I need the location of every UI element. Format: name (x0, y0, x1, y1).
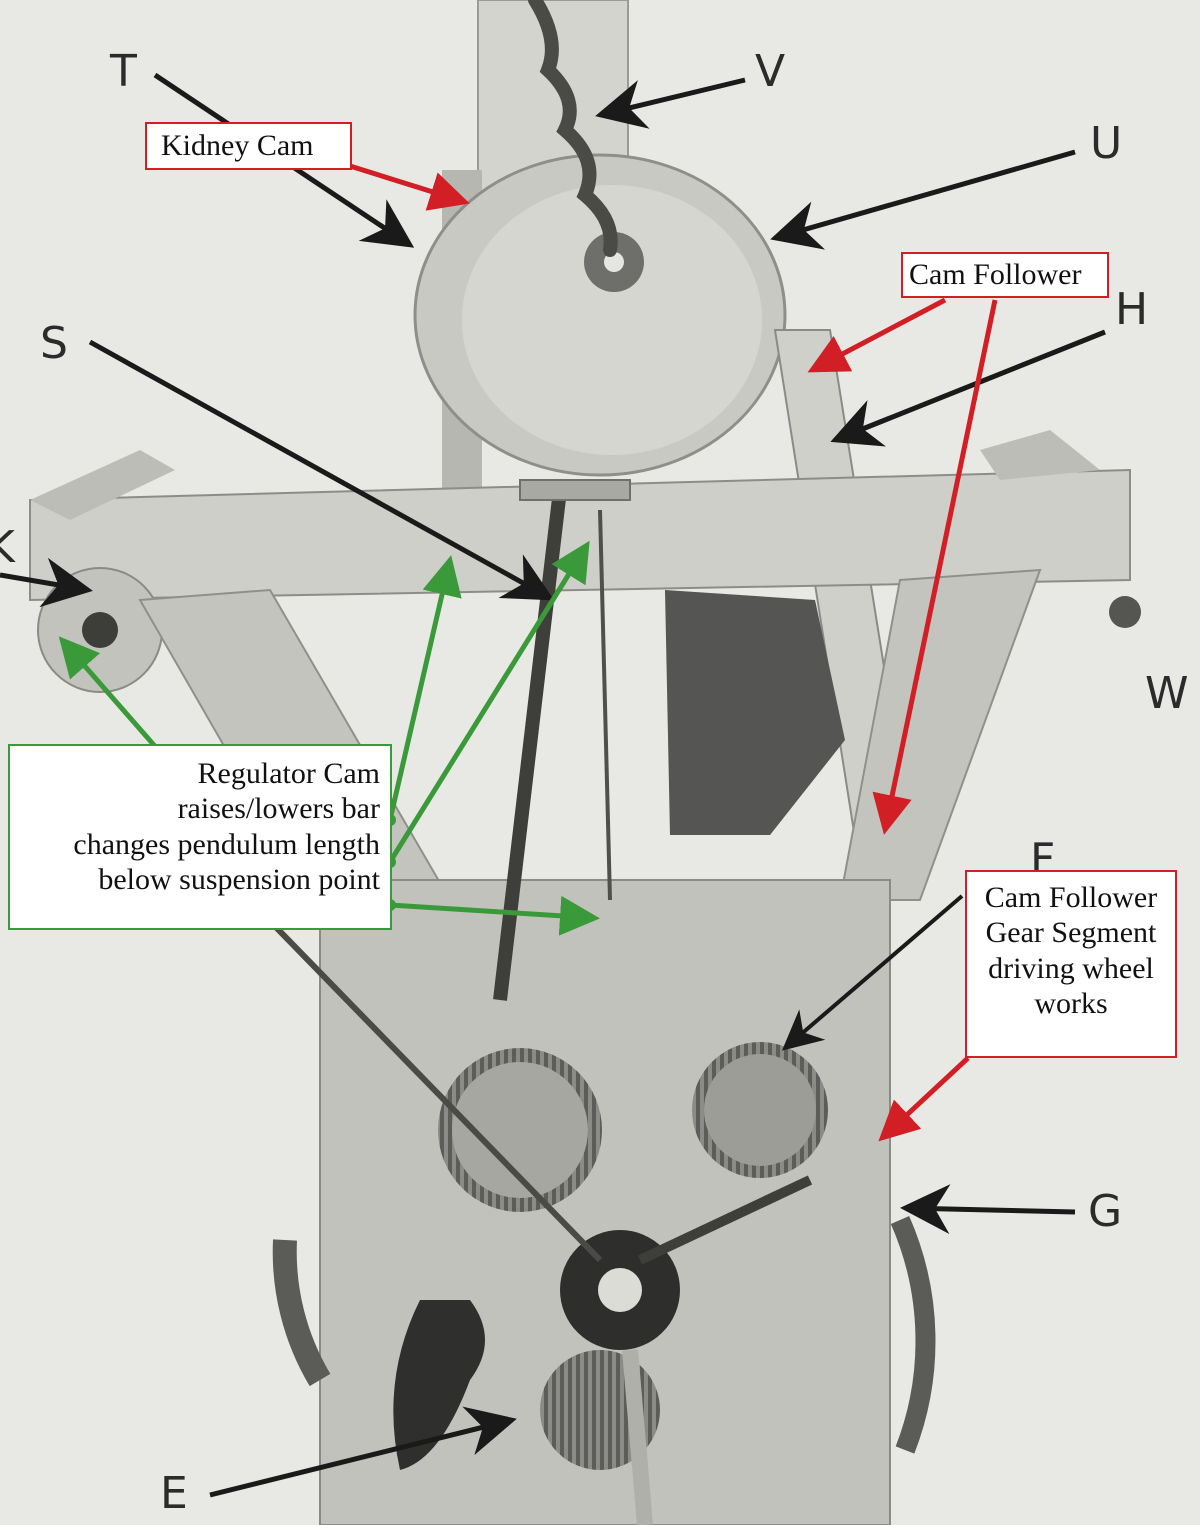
callout-kidney-cam: Kidney Cam (145, 122, 352, 170)
callout-gear-segment-line1: Cam Follower (984, 881, 1158, 914)
arrow-G (900, 1184, 1076, 1235)
cam-hub-center (604, 252, 624, 272)
arrow-E (209, 1406, 517, 1498)
callout-regulator-line4: below suspension point (98, 863, 380, 897)
callout-regulator-line2: raises/lowers bar (177, 792, 380, 826)
label-K: K (0, 522, 15, 573)
suspension-spring (598, 509, 612, 901)
arrow-pendulum-length (387, 540, 590, 864)
callout-regulator-line1: Regulator Cam (197, 757, 380, 790)
gear-right-edge (890, 1215, 936, 1454)
cam-face (462, 185, 762, 455)
callout-cam-follower: Cam Follower (901, 252, 1109, 298)
label-H: H (1115, 284, 1149, 335)
callout-gear-segment-line4: works (1034, 987, 1108, 1021)
callout-kidney-cam-text: Kidney Cam (161, 129, 314, 162)
gear-large-left-face (452, 1062, 588, 1198)
arrow-H (830, 329, 1106, 447)
callout-regulator-cam: Regulator Cam raises/lowers bar changes … (8, 744, 392, 930)
label-G: G (1088, 1186, 1123, 1237)
callout-gear-segment-line2: Gear Segment (985, 916, 1157, 950)
wavy-rod (528, 0, 618, 257)
pallet-arm (637, 1175, 813, 1265)
left-regulator-hub (82, 612, 118, 648)
label-W: W (1145, 668, 1189, 719)
arrow-regulator-cam (58, 636, 162, 754)
label-T: T (110, 46, 137, 97)
label-V: V (755, 46, 786, 97)
callout-regulator-line3: changes pendulum length (73, 827, 380, 861)
gear-left-edge (272, 1239, 331, 1387)
arrow-raises-bar (387, 555, 462, 821)
gear-right-face (704, 1054, 816, 1166)
arrow-gear-segment (878, 1056, 970, 1142)
arrow-K (0, 557, 93, 608)
arrow-V (595, 77, 746, 129)
crutch-rod (227, 877, 603, 1263)
label-E: E (160, 1468, 188, 1519)
pendulum-lower (622, 1349, 653, 1525)
callout-gear-segment: Cam Follower Gear Segment driving wheel … (965, 870, 1177, 1058)
callout-gear-segment-line3: driving wheel (988, 951, 1154, 985)
regulator-bar (519, 479, 631, 501)
right-regulator-hub (1109, 596, 1141, 628)
cross-beam (29, 468, 1131, 602)
arrow-kidney-cam (349, 163, 470, 211)
left-beam-end (30, 450, 175, 520)
arrow-cam-follower-upper (807, 297, 947, 373)
right-beam-end (980, 430, 1100, 480)
arrow-S (88, 339, 555, 601)
label-U: U (1090, 118, 1123, 169)
center-opening (665, 590, 845, 835)
escapement-center (598, 1268, 642, 1312)
arrow-F (781, 894, 964, 1051)
callout-cam-follower-text: Cam Follower (909, 258, 1082, 291)
arrow-suspension-point (389, 895, 600, 936)
label-S: S (40, 318, 68, 369)
bottom-lever (393, 1300, 485, 1470)
arrow-cam-follower-lower (872, 299, 998, 835)
arrow-U (770, 149, 1076, 250)
